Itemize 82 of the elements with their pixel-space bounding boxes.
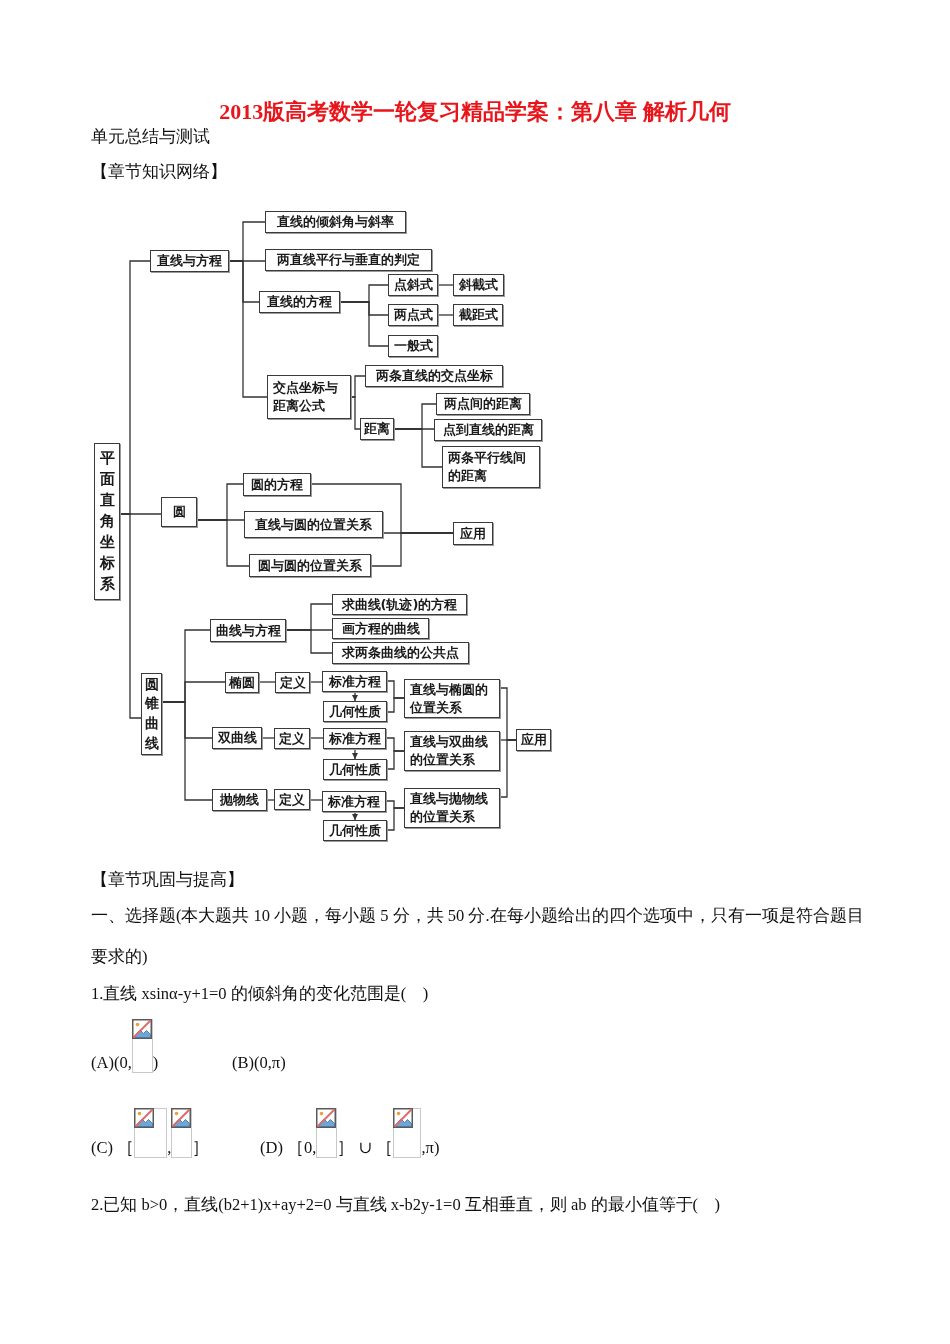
arrow <box>352 748 358 760</box>
concept-box: 直线的倾斜角与斜率 <box>265 211 406 233</box>
connector-line <box>386 697 405 713</box>
concept-box: 几何性质 <box>323 820 387 841</box>
question-text: 1.直线 xsinα-y+1=0 的倾斜角的变化范围是( ) <box>91 984 429 1004</box>
connector-line <box>437 314 454 316</box>
connector-line <box>196 519 250 567</box>
concept-box: 求曲线(轨迹)的方程 <box>332 594 467 615</box>
concept-box: 截距式 <box>453 304 503 326</box>
connector-line <box>228 260 268 398</box>
connector-line <box>339 301 389 347</box>
concept-box: 几何性质 <box>323 701 387 722</box>
concept-box: 距离 <box>360 418 394 440</box>
connector-line <box>350 396 361 430</box>
connector-line <box>309 737 324 739</box>
concept-box: 标准方程 <box>323 728 386 749</box>
concept-box: 斜截式 <box>453 274 504 296</box>
connector-line <box>309 681 323 683</box>
connector-line <box>386 807 405 831</box>
arrow <box>352 691 358 702</box>
concept-box: 直线与圆的位置关系 <box>244 511 383 538</box>
connector-line <box>258 681 276 683</box>
section-heading: 【章节巩固与提高】 <box>91 870 244 890</box>
concept-box: 定义 <box>274 789 310 810</box>
concept-box: 平面直角坐标系 <box>94 443 120 600</box>
option-text: ) <box>152 1053 159 1073</box>
connector-line <box>370 532 454 567</box>
concept-box: 点斜式 <box>388 274 438 296</box>
concept-box: 曲线与方程 <box>210 619 286 642</box>
concept-box: 交点坐标与距离公式 <box>267 375 351 419</box>
option-text: ］ <box>192 1138 210 1158</box>
concept-box: 两点间的距离 <box>436 393 530 415</box>
connector-line <box>161 701 213 801</box>
connector-line <box>309 799 323 801</box>
concept-box: 圆的方程 <box>243 473 311 496</box>
section-heading: 【章节知识网络】 <box>91 162 227 182</box>
concept-box: 直线的方程 <box>259 291 340 313</box>
connector-line <box>393 428 443 468</box>
question-text: 2.已知 b>0，直线(b2+1)x+ay+2=0 与直线 x-b2y-1=0 互相垂直，则 ab 的最小值等于( ) <box>91 1195 721 1215</box>
concept-box: 圆与圆的位置关系 <box>249 554 371 577</box>
option-text: (D) ［0, <box>260 1138 317 1158</box>
concept-box: 两直线平行与垂直的判定 <box>265 249 432 271</box>
concept-box: 一般式 <box>388 335 438 357</box>
concept-box: 圆 <box>161 497 197 527</box>
concept-box: 抛物线 <box>212 789 267 811</box>
connector-line <box>386 750 405 770</box>
connector-line <box>119 513 142 719</box>
connector-line <box>437 284 454 286</box>
concept-box: 直线与双曲线的位置关系 <box>404 731 500 771</box>
option-text: (A)(0, <box>91 1053 132 1073</box>
concept-box: 直线与椭圆的位置关系 <box>404 679 500 718</box>
connector-line <box>285 629 333 654</box>
concept-box: 点到直线的距离 <box>434 419 542 441</box>
option-text: ,π) <box>421 1138 440 1158</box>
concept-box: 应用 <box>516 729 551 751</box>
option-text: ］ ∪ ［ <box>337 1138 394 1158</box>
instruction-text: 一、选择题(本大题共 10 小题，每小题 5 分，共 50 分.在每小题给出的四个选项中，只有一项是符合题目要求的) <box>91 905 865 968</box>
concept-box: 定义 <box>274 728 310 749</box>
concept-box: 应用 <box>453 522 493 545</box>
concept-box: 两条平行线间的距离 <box>442 446 540 488</box>
option-text: (B)(0,π) <box>232 1053 286 1073</box>
connector-line <box>261 737 275 739</box>
concept-box: 双曲线 <box>212 727 262 749</box>
connector-line <box>266 799 275 801</box>
concept-box: 几何性质 <box>323 759 387 780</box>
subtitle-text: 单元总结与测试 <box>91 127 210 147</box>
concept-box: 求两条曲线的公共点 <box>332 642 469 664</box>
concept-box: 两点式 <box>388 304 438 326</box>
page-title: 2013版高考数学一轮复习精品学案：第八章 解析几何 <box>219 98 731 125</box>
concept-box: 标准方程 <box>322 791 386 812</box>
connector-line <box>499 739 517 798</box>
concept-box: 圆锥曲线 <box>141 673 162 755</box>
concept-box: 椭圆 <box>225 672 259 693</box>
concept-box: 画方程的曲线 <box>332 618 429 639</box>
concept-box: 直线与抛物线的位置关系 <box>404 788 500 828</box>
option-text: (C) ［ <box>91 1138 135 1158</box>
concept-box: 标准方程 <box>322 671 387 692</box>
concept-box: 直线与方程 <box>150 250 229 272</box>
option-text: , <box>167 1138 172 1158</box>
concept-box: 定义 <box>275 672 310 693</box>
concept-box: 两条直线的交点坐标 <box>365 365 503 387</box>
arrow <box>352 811 358 821</box>
